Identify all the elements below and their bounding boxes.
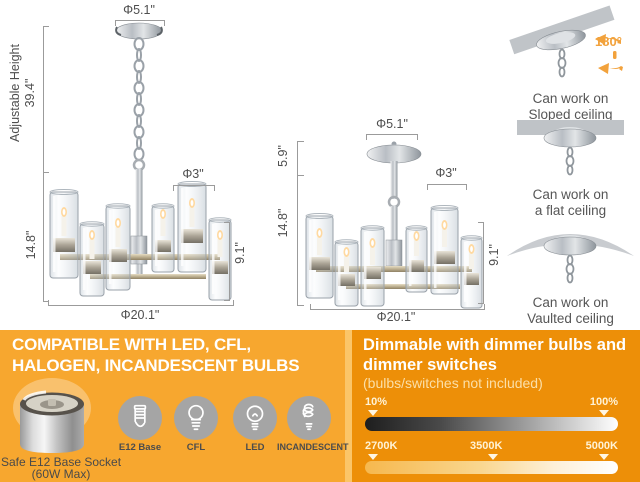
- dim-canopy-diameter-center: Φ5.1": [376, 117, 408, 131]
- dim-body-height-center: 14.8": [276, 208, 290, 238]
- dim-shade-diameter-center: Φ3": [435, 166, 457, 180]
- ceiling-option-vaulted: Can work on Vaulted ceiling: [503, 222, 638, 327]
- dim-canopy-diameter-left: Φ5.1": [123, 3, 155, 17]
- vaulted-ceiling-icon: [507, 234, 634, 284]
- glass-shades: [305, 205, 483, 309]
- bulb-type-label: INCANDESCENT: [277, 442, 349, 452]
- ceiling-option-caption: Can work on: [532, 187, 609, 202]
- dim-bracket: [115, 20, 165, 26]
- chandelier-hanging-diagram: [49, 22, 232, 301]
- bulb-type-label: LED: [245, 442, 265, 453]
- ceiling-option-caption: Can work on: [532, 91, 609, 106]
- dimmable-subtext: (bulbs/switches not included): [363, 375, 543, 391]
- bulb-type-cfl: [174, 396, 218, 440]
- dimmable-heading: Dimmable with dimmer bulbs and dimmer sw…: [363, 336, 627, 374]
- socket-caption: Safe E12 Base Socket (60W Max): [0, 455, 122, 481]
- rotation-180-label: 180°: [595, 34, 622, 49]
- kelvin-label-2700: 2700K: [365, 440, 398, 452]
- sloped-ceiling-icon: [509, 5, 623, 78]
- dim-adjustable-height: Adjustable Height 39.4": [8, 44, 37, 142]
- scale-marker: [599, 454, 609, 460]
- scale-marker: [599, 410, 609, 416]
- brightness-gradient-bar: [365, 417, 618, 431]
- incandescent-bulb-icon: [302, 403, 314, 431]
- dim-shade-diameter-left: Φ3": [182, 167, 204, 181]
- brightness-max-label: 100%: [589, 396, 618, 408]
- e12-base-icon: [133, 404, 147, 428]
- dim-width-left: Φ20.1": [120, 308, 160, 322]
- scale-marker: [368, 410, 378, 416]
- panel-divider: [345, 330, 352, 482]
- ceiling-option-sloped: Can work on Sloped ceiling 180°: [503, 4, 638, 123]
- flat-ceiling-icon: [517, 120, 624, 176]
- scale-marker: [488, 454, 498, 460]
- led-bulb-icon: [246, 405, 264, 431]
- dim-shade-height-left: 9.1": [233, 242, 247, 264]
- chandelier-semi-flush-diagram: [305, 141, 483, 309]
- kelvin-gradient-bar: [365, 461, 618, 474]
- dim-bracket: [43, 26, 44, 302]
- e12-socket-photo: [13, 378, 91, 453]
- compatibility-heading: COMPATIBLE WITH LED, CFL, HALOGEN, INCAN…: [12, 335, 300, 375]
- bulb-type-incandescent: [287, 396, 331, 440]
- brightness-min-label: 10%: [365, 396, 388, 408]
- feature-panels: COMPATIBLE WITH LED, CFL, HALOGEN, INCAN…: [0, 330, 640, 482]
- ceiling-option-flat: Can work on a flat ceiling: [503, 116, 638, 219]
- glass-shades: [49, 181, 232, 301]
- dimmable-panel: Dimmable with dimmer bulbs and dimmer sw…: [352, 330, 640, 482]
- bulb-type-label: CFL: [186, 442, 206, 453]
- kelvin-label-3500: 3500K: [470, 440, 503, 452]
- dim-body-height-left: 14.8": [24, 230, 38, 260]
- kelvin-label-5000: 5000K: [585, 440, 618, 452]
- ceiling-option-caption: Can work on: [532, 295, 609, 310]
- cfl-bulb-icon: [188, 404, 204, 431]
- bulb-type-e12: [118, 396, 162, 440]
- bulb-type-led: [233, 396, 277, 440]
- dim-width-center: Φ20.1": [376, 310, 416, 324]
- compatibility-panel: COMPATIBLE WITH LED, CFL, HALOGEN, INCAN…: [0, 330, 349, 482]
- bulb-type-label: E12 Base: [118, 442, 162, 453]
- dim-stem-height-center: 5.9": [276, 145, 290, 167]
- dim-shade-height-center: 9.1": [487, 244, 501, 266]
- scale-marker: [368, 454, 378, 460]
